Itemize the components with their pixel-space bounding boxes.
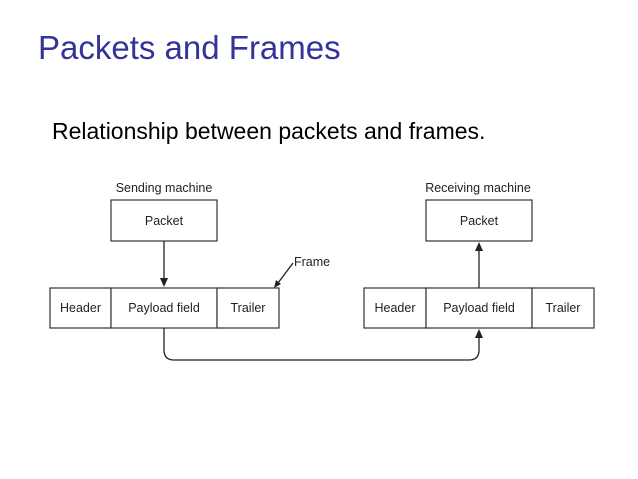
receiver-frame-payload-cell (425, 287, 533, 329)
receiver-frame-header-label: Header (375, 301, 416, 315)
sender-frame-header-cell (49, 287, 112, 329)
slide-subtitle: Relationship between packets and frames. (52, 118, 486, 144)
frame-callout-line (277, 262, 294, 284)
receiver-frame-trailer-label: Trailer (546, 301, 581, 315)
sender-packet-label: Packet (145, 214, 184, 228)
frame-callout-label: Frame (294, 255, 330, 269)
receiver-frame-header-cell (363, 287, 427, 329)
sender-frame: Header Payload field Trailer (49, 287, 280, 329)
sending-machine-label: Sending machine (116, 181, 213, 195)
frame-callout-arrowhead (274, 280, 281, 288)
transmission-path (163, 328, 480, 361)
transmission-arrowhead (475, 329, 483, 338)
receiver-frame-payload-label: Payload field (443, 301, 515, 315)
sender-frame-payload-label: Payload field (128, 301, 200, 315)
receiver-frame: Header Payload field Trailer (363, 287, 595, 329)
receiver-packet-label: Packet (460, 214, 499, 228)
slide-title: Packets and Frames (38, 29, 341, 66)
receiver-up-arrowhead (475, 242, 483, 251)
sender-frame-header-label: Header (60, 301, 101, 315)
sender-frame-trailer-cell (216, 287, 280, 329)
receiving-machine-label: Receiving machine (425, 181, 531, 195)
receiver-frame-trailer-cell (531, 287, 595, 329)
sender-down-arrowhead (160, 278, 168, 287)
sender-frame-trailer-label: Trailer (231, 301, 266, 315)
receiver-packet-box (425, 199, 533, 242)
sender-frame-payload-cell (110, 287, 218, 329)
